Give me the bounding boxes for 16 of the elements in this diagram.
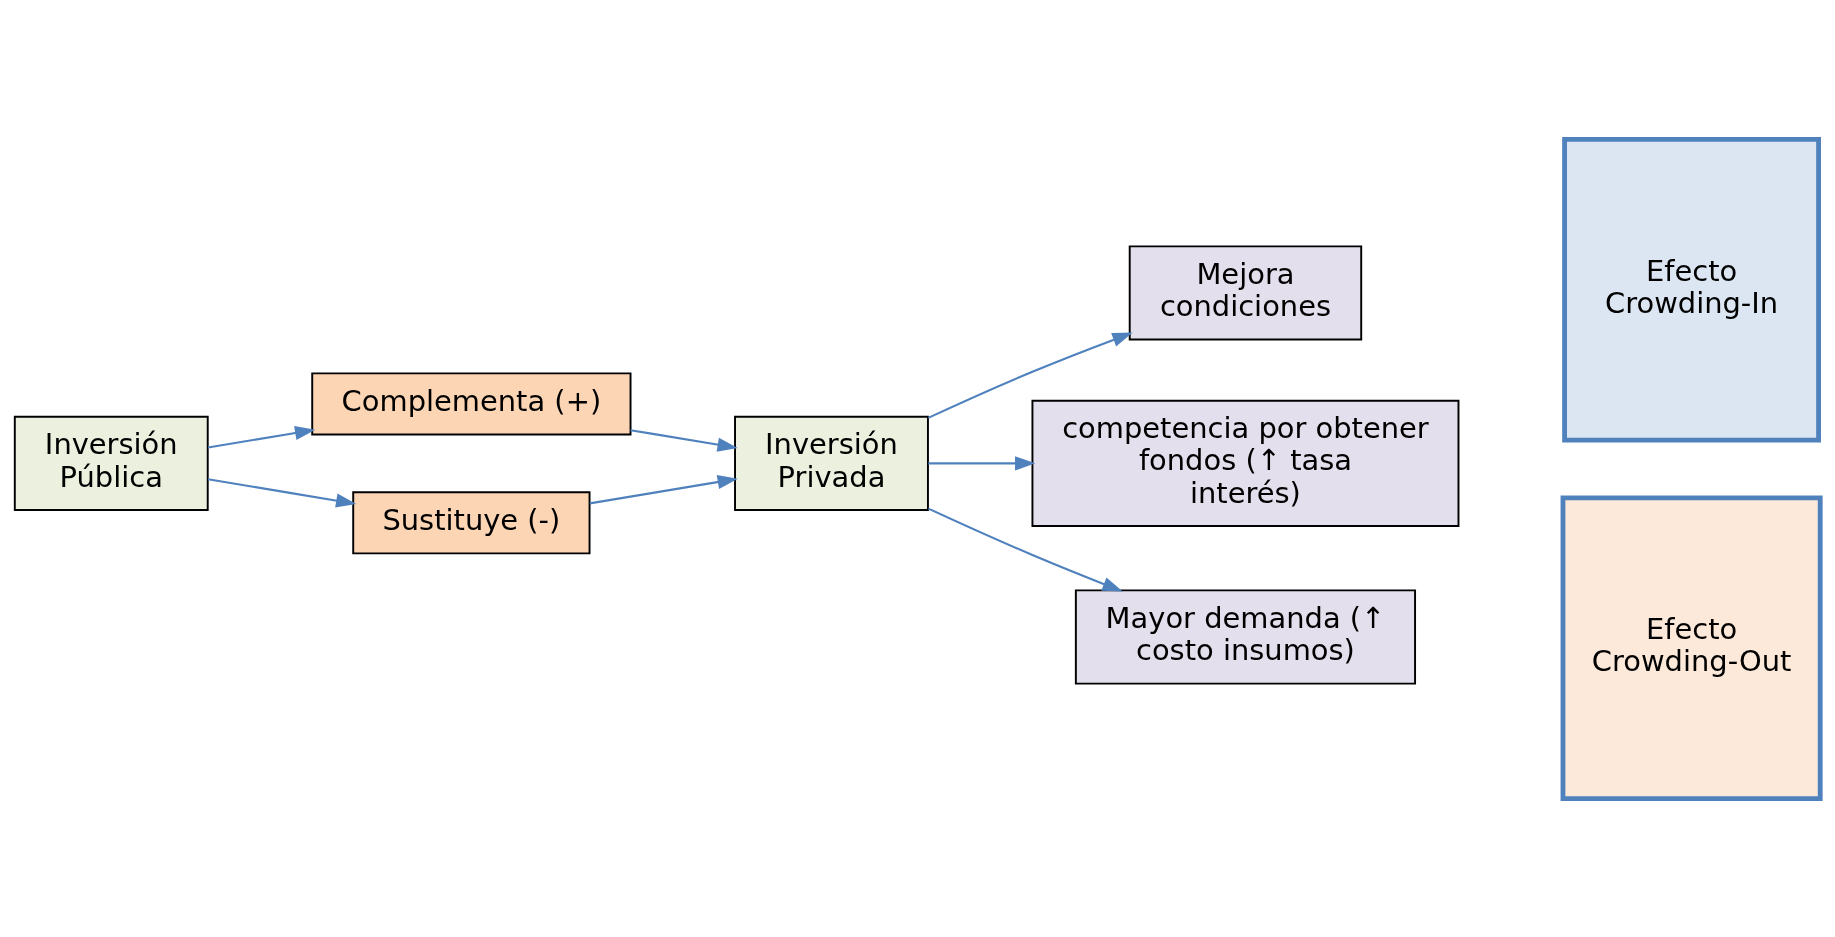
node-box: Inversión Privada [734,415,929,511]
node-box: competencia por obtener fondos (↑ tasa interés) [1031,399,1460,527]
node-box: Sustituye (-) [352,490,591,554]
node-box: Complementa (+) [311,371,632,435]
arrow [927,332,1133,419]
arrow [928,455,1036,470]
arrow [207,425,316,449]
arrow [927,507,1123,591]
node-box: Mayor demanda (↑ costo insumos) [1074,588,1417,685]
node-box: Inversión Pública [13,415,209,511]
arrow [207,477,357,508]
arrow [589,474,738,504]
node-box: Efecto Crowding-In [1562,136,1821,442]
node-box: Mejora condiciones [1128,244,1363,341]
node-box: Efecto Crowding-Out [1560,495,1823,801]
arrow [630,428,738,452]
